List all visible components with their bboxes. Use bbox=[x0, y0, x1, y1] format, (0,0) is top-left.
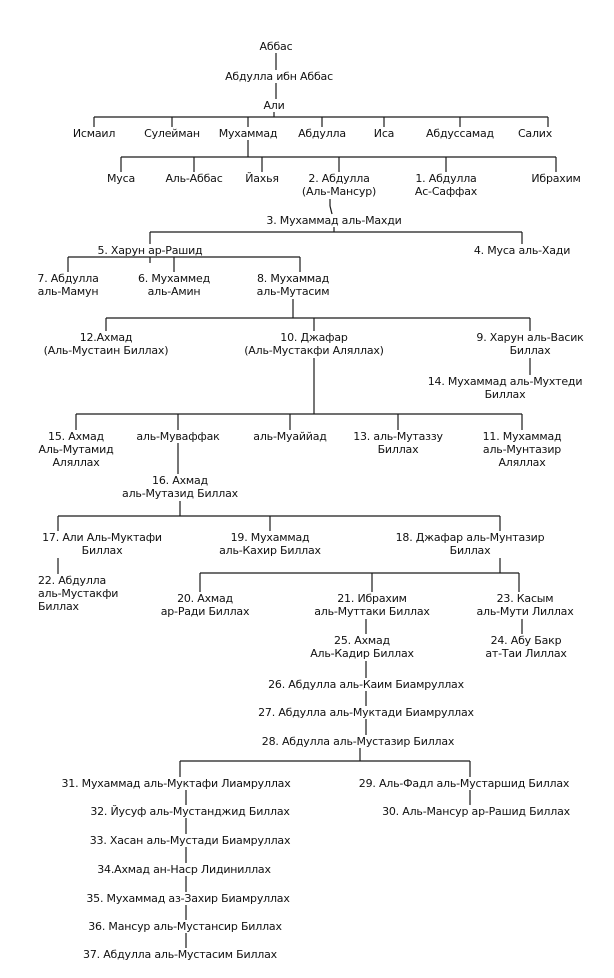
node-5-harun-ar-rashid: 5. Харун ар-Рашид bbox=[97, 244, 203, 257]
node-abbas: Аббас bbox=[259, 40, 293, 53]
node-26-al-qaim: 26. Абдулла аль-Каим Биамруллах bbox=[268, 678, 464, 691]
node-ismail: Исмаил bbox=[72, 127, 116, 140]
node-al-muwaffaq: аль-Муваффак bbox=[136, 430, 220, 443]
node-28-al-mustazhir: 28. Абдулла аль-Мустазир Биллах bbox=[261, 735, 455, 748]
node-4-al-hadi: 4. Муса аль-Хади bbox=[473, 244, 571, 257]
node-27-al-muqtadi: 27. Абдулла аль-Муктади Биамруллах bbox=[258, 706, 474, 719]
node-3-al-mahdi: 3. Мухаммад аль-Махди bbox=[266, 214, 402, 227]
node-abdulla-ibn-abbas: Абдулла ибн Аббас bbox=[225, 70, 333, 83]
node-ali: Али bbox=[263, 99, 285, 112]
node-isa: Иса bbox=[373, 127, 395, 140]
node-abdulla-g2: Абдулла bbox=[298, 127, 346, 140]
node-37-al-mustasim: 37. Абдулла аль-Мустасим Биллах bbox=[83, 948, 277, 961]
node-33-al-mustadi: 33. Хасан аль-Мустади Биамруллах bbox=[89, 834, 291, 847]
node-ibrahim: Ибрахим bbox=[531, 172, 581, 185]
node-12-al-mustain: 12.Ахмад(Аль-Мустаин Биллах) bbox=[43, 331, 169, 357]
node-abdussamad: Абдуссамад bbox=[426, 127, 494, 140]
node-al-muayyad: аль-Муаййад bbox=[253, 430, 327, 443]
node-2-al-mansur: 2. Абдулла(Аль-Мансур) bbox=[301, 172, 377, 198]
node-al-abbas: Аль-Аббас bbox=[165, 172, 223, 185]
node-musa: Муса bbox=[107, 172, 135, 185]
node-32-al-mustanjid: 32. Йусуф аль-Мустанджид Биллах bbox=[90, 805, 290, 818]
node-35-az-zahir: 35. Мухаммад аз-Захир Биамруллах bbox=[86, 892, 290, 905]
node-yahya: Йахья bbox=[245, 172, 279, 185]
node-34-an-nasir: 34.Ахмад ан-Наср Лидиниллах bbox=[97, 863, 271, 876]
node-10-jafar: 10. Джафар(Аль-Мустакфи Аляллах) bbox=[244, 331, 384, 357]
node-31-al-muktafi: 31. Мухаммад аль-Муктафи Лиамруллах bbox=[61, 777, 291, 790]
connector-line bbox=[329, 205, 333, 215]
node-muhammad: Мухаммад bbox=[218, 127, 278, 140]
node-suleiman: Сулейман bbox=[144, 127, 200, 140]
node-36-al-mustansir: 36. Мансур аль-Мустансир Биллах bbox=[88, 920, 282, 933]
node-29-al-mustarshid: 29. Аль-Фадл аль-Мустаршид Биллах bbox=[358, 777, 570, 790]
node-salih: Салих bbox=[517, 127, 553, 140]
node-30-ar-rashid: 30. Аль-Мансур ар-Рашид Биллах bbox=[382, 805, 570, 818]
